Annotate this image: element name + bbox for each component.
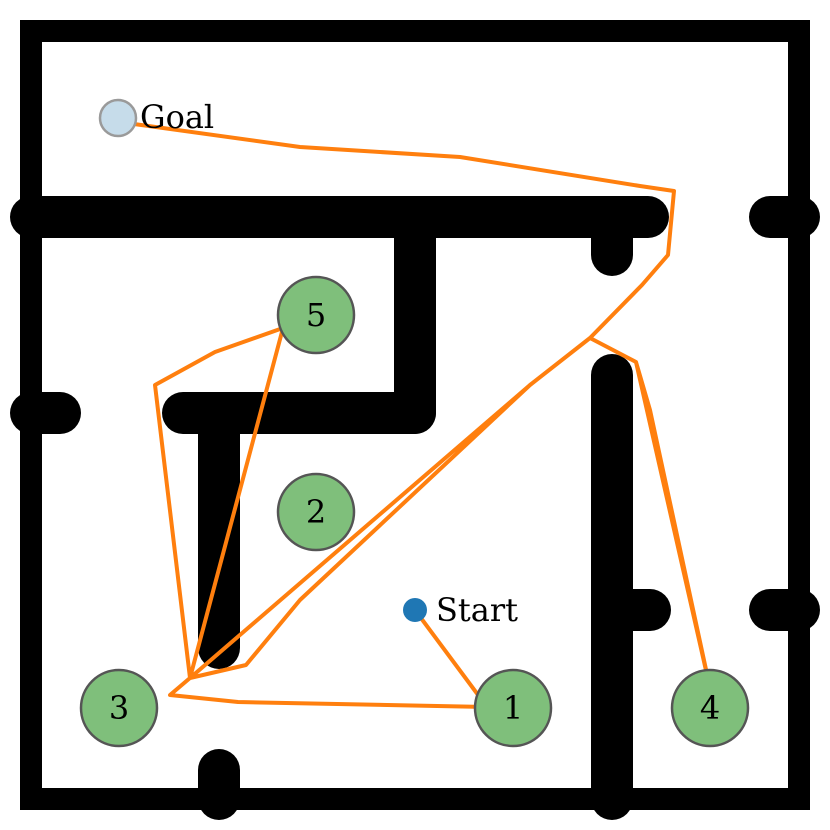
start-point [403,598,427,622]
robot-path [132,122,712,709]
waypoint-label: 3 [109,689,129,727]
maze-walls [10,196,820,820]
waypoint-1: 1 [473,668,553,748]
goal-marker: Goal [98,98,214,138]
start-marker: Start [403,591,518,629]
goal-label: Goal [140,98,214,136]
waypoint-circle [670,668,750,748]
waypoint-label: 2 [306,493,326,531]
goal-circle [98,98,138,138]
waypoint-3: 3 [79,668,159,748]
waypoint-circle [473,668,553,748]
waypoint-circle [276,472,356,552]
waypoint-label: 5 [306,296,326,334]
waypoint-label: 1 [503,689,523,727]
start-label: Start [436,591,518,629]
waypoint-5: 5 [276,275,356,355]
waypoint-circle [79,668,159,748]
waypoint-4: 4 [670,668,750,748]
waypoint-label: 4 [700,689,720,727]
waypoint-circle [276,275,356,355]
waypoint-2: 2 [276,472,356,552]
